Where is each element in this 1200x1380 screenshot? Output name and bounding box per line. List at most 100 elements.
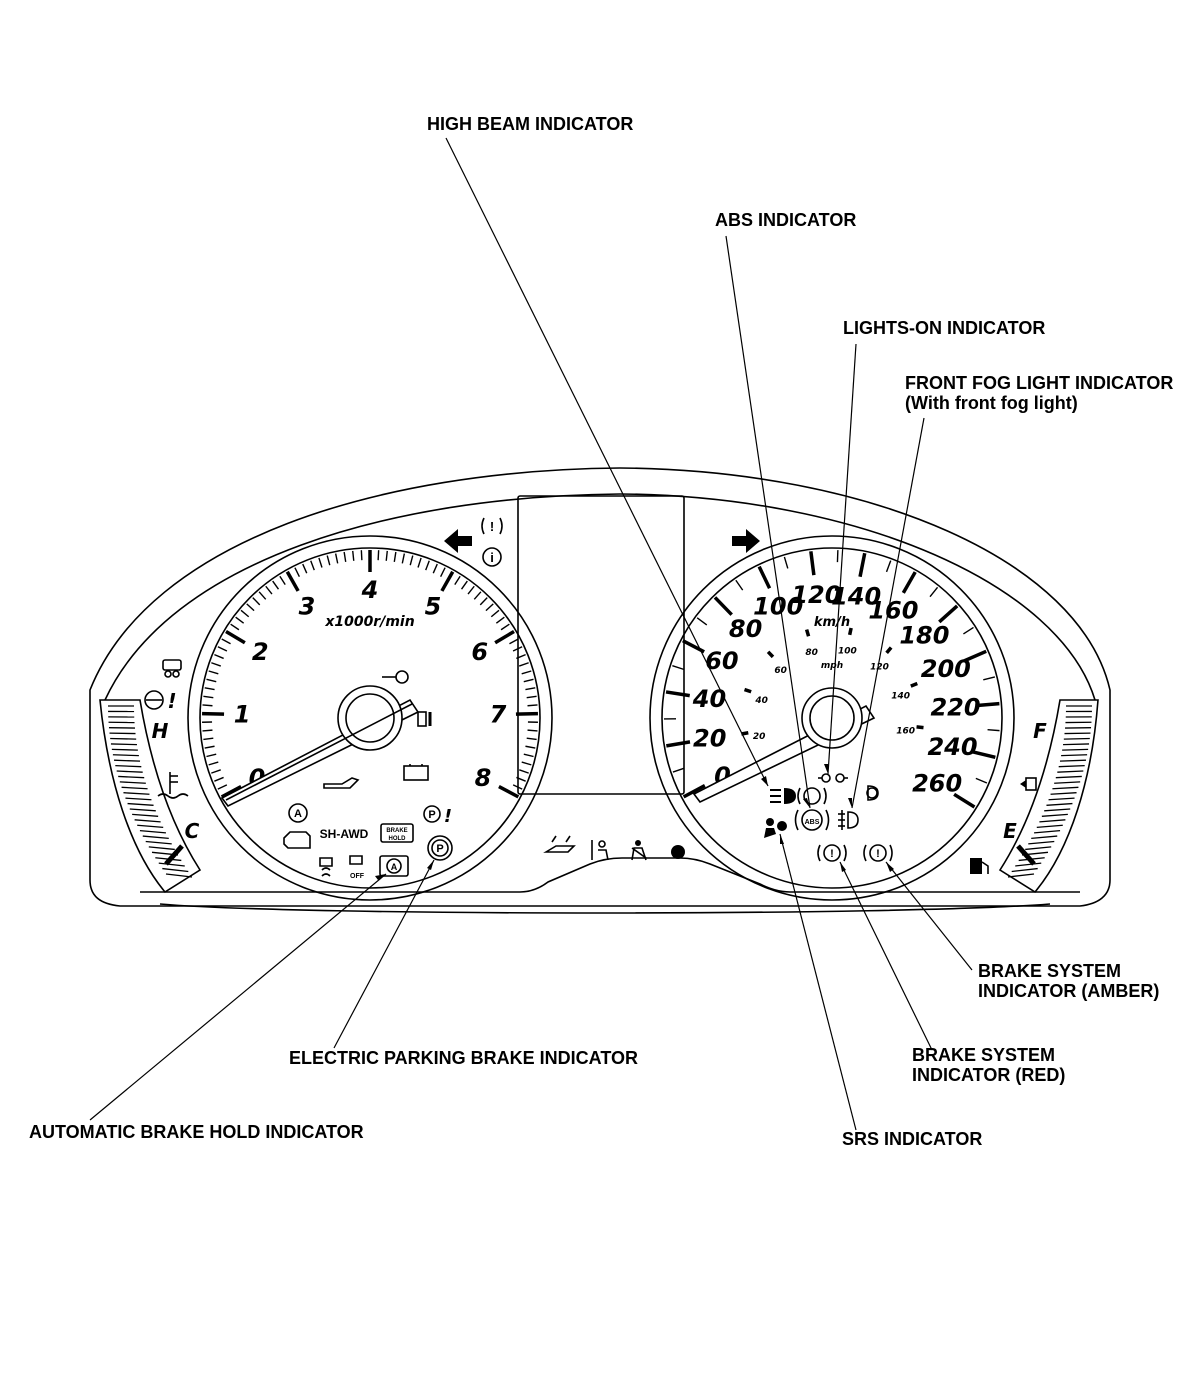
kmh-major-tick <box>938 604 959 624</box>
temp-scale-mark <box>127 802 154 806</box>
tach-number: 8 <box>475 764 492 792</box>
kmh-minor-tick <box>963 626 974 635</box>
tach-minor-tick <box>221 638 231 645</box>
tach-minor-tick <box>473 591 482 600</box>
tach-minor-tick <box>519 769 529 774</box>
kmh-number: 240 <box>927 733 977 761</box>
mph-major-tick <box>916 725 924 730</box>
speedometer-mph-unit: mph <box>821 661 843 671</box>
tach-minor-tick <box>509 638 519 645</box>
passenger-airbag-off-icon <box>591 840 609 861</box>
mph-number: 140 <box>891 691 910 701</box>
tach-major-tick <box>225 629 246 645</box>
leader-srs <box>779 833 857 1131</box>
tach-minor-tick <box>393 551 397 562</box>
fuel-scale-mark <box>1063 737 1090 740</box>
tach-minor-tick <box>334 553 339 564</box>
svg-text:ABS: ABS <box>805 819 820 826</box>
tach-minor-tick <box>272 580 280 590</box>
fuel-gauge-scale <box>1007 705 1092 878</box>
tach-minor-tick <box>203 695 214 699</box>
label-lights-on-indicator: LIGHTS-ON INDICATOR <box>843 318 1045 338</box>
front-fog-light-indicator-icon <box>838 810 859 830</box>
tach-minor-tick <box>518 662 529 667</box>
leader-abs <box>725 235 811 809</box>
cluster-lower-rim <box>159 903 1051 914</box>
charging-system-icon <box>403 764 429 781</box>
fuel-scale-mark <box>1007 873 1035 878</box>
tach-number: 4 <box>361 576 379 604</box>
temp-scale-mark <box>119 781 146 784</box>
kmh-major-tick <box>953 792 976 809</box>
label-brake-system-amber-line2: INDICATOR (AMBER) <box>978 981 1159 1001</box>
speedometer-rim <box>661 547 1003 889</box>
tach-major-tick <box>220 784 242 799</box>
tach-minor-tick <box>214 776 224 782</box>
tach-minor-tick <box>500 623 510 631</box>
fuel-scale-mark <box>1048 797 1075 801</box>
label-high-beam-indicator: HIGH BEAM INDICATOR <box>427 114 633 134</box>
svg-text:!: ! <box>490 519 494 534</box>
tach-minor-tick <box>310 560 315 571</box>
label-abs-indicator: ABS INDICATOR <box>715 210 856 230</box>
callout-leader-lines <box>89 137 973 1131</box>
fuel-scale-mark <box>1025 846 1052 851</box>
tach-minor-tick <box>439 567 446 577</box>
tach-minor-tick <box>206 753 217 758</box>
label-brake-system-red-line1: BRAKE SYSTEM <box>912 1045 1055 1065</box>
label-electric-parking-brake-indicator: ELECTRIC PARKING BRAKE INDICATOR <box>289 1048 638 1068</box>
tach-minor-tick <box>516 776 526 782</box>
kmh-number: 260 <box>912 770 962 798</box>
kmh-minor-tick <box>983 676 996 681</box>
tach-major-tick <box>285 570 300 592</box>
tach-minor-tick <box>206 678 217 683</box>
temp-scale-mark <box>110 743 137 746</box>
temp-scale-mark <box>114 759 141 762</box>
tach-minor-tick <box>401 553 406 564</box>
tach-minor-tick <box>485 603 494 612</box>
svg-text:!: ! <box>167 689 176 713</box>
mph-number: 40 <box>754 696 768 706</box>
temp-scale-mark <box>125 797 152 801</box>
temp-needle-mark <box>164 844 184 866</box>
temp-scale-mark <box>139 829 166 834</box>
kmh-number: 180 <box>899 621 949 649</box>
immobilizer-key-icon <box>382 670 409 684</box>
cluster-outer-hood <box>89 467 1111 907</box>
fuel-scale-mark <box>1061 754 1088 757</box>
temp-hot-label: H <box>152 719 169 743</box>
tach-minor-tick <box>526 695 537 699</box>
label-front-fog-light-indicator: FRONT FOG LIGHT INDICATOR <box>905 373 1173 393</box>
tach-minor-tick <box>252 597 261 606</box>
temp-scale-mark <box>116 770 143 773</box>
svg-text:!: ! <box>876 848 880 860</box>
mph-major-tick <box>885 646 893 655</box>
temp-scale-mark <box>148 846 175 851</box>
temp-scale-mark <box>132 813 159 817</box>
kmh-number: 120 <box>791 581 841 609</box>
leader-lights-on <box>827 343 857 775</box>
mph-major-tick <box>743 687 752 694</box>
fuel-scale-mark <box>1055 775 1082 779</box>
kmh-number: 80 <box>729 615 762 643</box>
temp-scale-mark <box>111 748 138 751</box>
tach-number: 7 <box>490 701 507 729</box>
electric-parking-brake-icon: P <box>427 835 453 861</box>
tach-number: 5 <box>425 593 442 621</box>
tach-minor-tick <box>265 585 273 595</box>
svg-text:P: P <box>428 809 435 821</box>
kmh-major-tick <box>901 571 917 594</box>
kmh-major-tick <box>809 551 816 576</box>
tach-minor-tick <box>521 670 532 675</box>
temp-gauge-scale <box>108 705 193 878</box>
tach-minor-tick <box>512 784 523 790</box>
label-srs-indicator: SRS INDICATOR <box>842 1129 982 1149</box>
mph-number: 60 <box>774 666 787 676</box>
kmh-number: 40 <box>692 685 726 713</box>
abs-indicator-icon: ABS <box>794 809 830 831</box>
kmh-number: 200 <box>921 655 971 683</box>
tach-minor-tick <box>526 737 537 741</box>
tach-minor-tick <box>432 563 438 574</box>
fuel-gauge: F E <box>970 699 1099 894</box>
